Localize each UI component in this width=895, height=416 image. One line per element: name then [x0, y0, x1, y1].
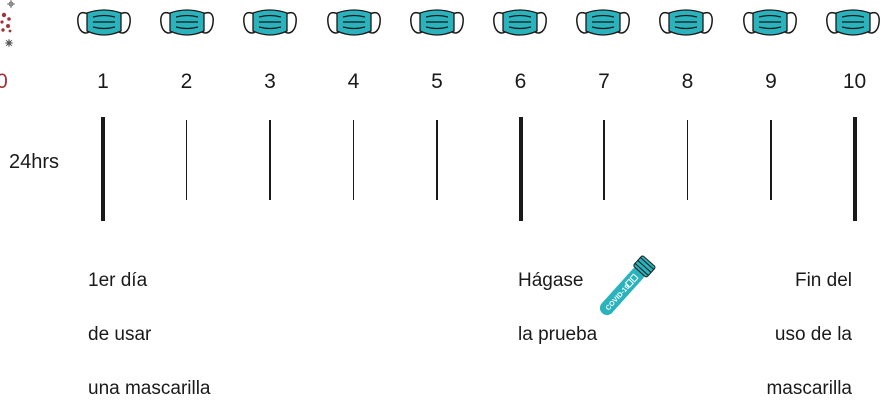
day-number-6: 6: [514, 70, 527, 93]
day-number-3: 3: [264, 70, 276, 93]
day-number-8: 8: [681, 70, 694, 93]
day-number-9: 9: [765, 70, 777, 93]
face-mask-icon: [742, 9, 797, 36]
end-line-3: mascarilla: [766, 378, 852, 399]
tick-day-1: [101, 117, 105, 221]
virus-icon: [0, 0, 15, 47]
tick-day-7: [603, 120, 605, 200]
face-mask-icon: [409, 9, 464, 36]
face-mask-icon: [576, 9, 631, 36]
tick-day-5: [436, 120, 438, 200]
tick-day-2: [185, 120, 188, 200]
tick-day-3: [269, 120, 271, 200]
day-number-10: 10: [842, 70, 867, 93]
tick-day-9: [770, 120, 772, 200]
face-mask-icon: [243, 9, 298, 36]
first-day-line-1: 1er día: [88, 270, 148, 291]
day-number-2: 2: [180, 70, 193, 93]
tick-day-4: [352, 120, 355, 200]
day-zero-label: 0: [0, 70, 8, 93]
face-mask-icon: [493, 9, 547, 36]
face-mask-icon: [326, 9, 381, 36]
duration-label: 24hrs: [9, 151, 60, 173]
end-line-1: Fin del: [794, 270, 852, 291]
end-label: Fin del uso de la mascarilla: [766, 236, 852, 416]
day-number-4: 4: [347, 70, 360, 93]
day-number-1: 1: [97, 70, 109, 93]
face-mask-icon: [77, 9, 131, 36]
face-mask-icon: [825, 9, 880, 36]
first-day-label: 1er día de usar una mascarilla: [88, 236, 211, 416]
end-line-2: uso de la: [774, 324, 852, 345]
face-mask-icon: [160, 9, 215, 36]
face-mask-icon: [659, 9, 714, 36]
tick-day-10: [852, 117, 857, 221]
first-day-line-2: de usar: [88, 324, 152, 345]
tick-day-8: [686, 120, 689, 200]
day-number-5: 5: [431, 70, 443, 93]
test-line-2: la prueba: [518, 324, 598, 345]
day-number-7: 7: [598, 70, 610, 93]
first-day-line-3: una mascarilla: [88, 378, 211, 399]
test-line-1: Hágase: [518, 270, 584, 291]
tick-day-6: [518, 117, 523, 221]
test-tube-icon: COVID-19: [599, 255, 656, 316]
